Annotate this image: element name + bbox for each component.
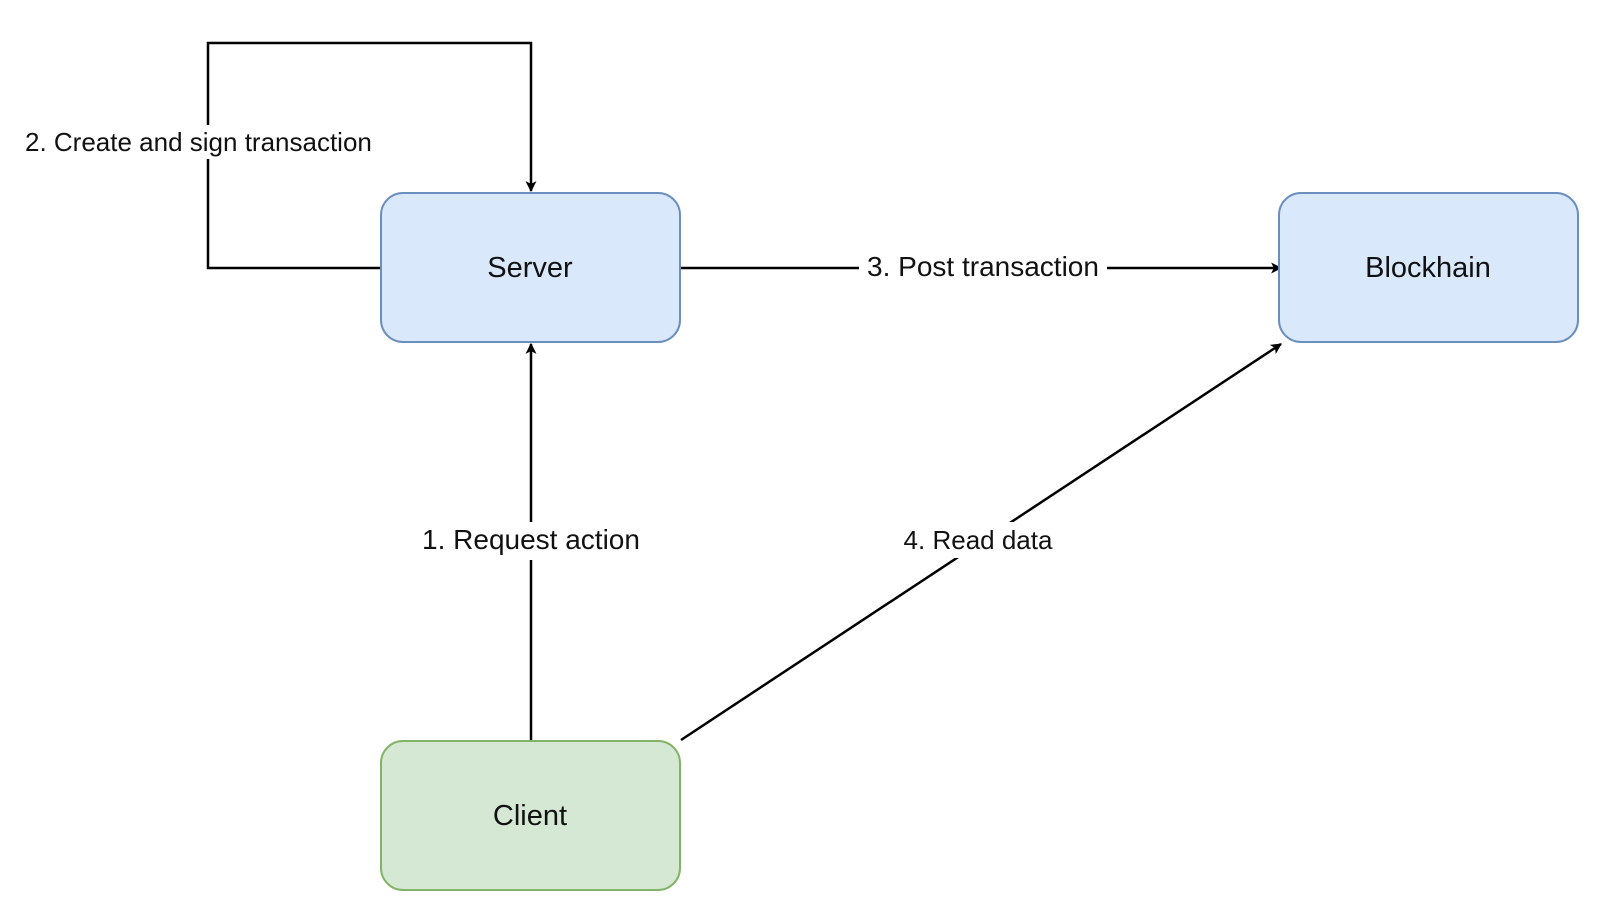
- edge-create-sign-line: [206, 41, 537, 270]
- edge-request-action-label-bg: [413, 522, 649, 560]
- server-node-label: Server: [487, 252, 573, 284]
- blockchain-node-box: [1278, 192, 1579, 343]
- client-node-label: Client: [493, 800, 567, 832]
- edge-create-sign-label: 2. Create and sign transaction: [25, 127, 372, 157]
- blockchain-node-label: Blockhain: [1365, 252, 1491, 284]
- edge-request-action-label: 1. Request action: [422, 524, 640, 555]
- edge-post-transaction-label: 3. Post transaction: [867, 251, 1099, 282]
- blockchain-node[interactable]: Blockhain: [1278, 192, 1579, 343]
- edge-post-transaction-label-bg: [859, 250, 1107, 286]
- client-node[interactable]: Client: [380, 740, 681, 891]
- edge-create-sign-label-bg: [23, 125, 391, 159]
- edge-read-data-label-bg: [897, 522, 1059, 558]
- client-node-box: [380, 740, 681, 891]
- edge-read-data-label: 4. Read data: [904, 525, 1053, 555]
- server-node-box: [380, 192, 681, 343]
- server-node[interactable]: Server: [380, 192, 681, 343]
